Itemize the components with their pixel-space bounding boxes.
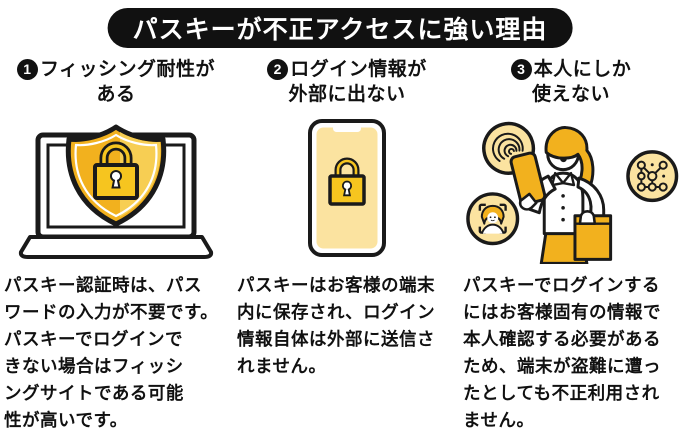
column3-heading: 3 本人にしか 使えない [463, 57, 679, 107]
column1-heading: 1 フィッシング耐性が ある [4, 57, 228, 107]
column1-illustration [4, 112, 228, 264]
face-recognition-icon [466, 192, 520, 246]
column2-heading-line1: 2 ログイン情報が [237, 57, 457, 82]
laptop-shield-lock-illustration [18, 124, 214, 259]
column-only-owner-can-use: 3 本人にしか 使えない [462, 57, 680, 434]
column2-heading-line2: 外部に出ない [288, 84, 406, 105]
step3-number-badge: 3 [510, 59, 532, 80]
columns-container: 1 フィッシング耐性が ある [0, 57, 680, 434]
folder-icon [573, 210, 613, 261]
column-phishing-resistance: 1 フィッシング耐性が ある [0, 57, 232, 434]
person-biometrics-illustration [466, 121, 679, 264]
padlock-icon [93, 141, 139, 200]
column1-heading-text: フィッシング耐性が [39, 59, 216, 80]
smartphone-lock-illustration [308, 119, 386, 257]
column-login-info-stays-local: 2 ログイン情報が 外部に出ない パスキーはお客様の端末 内に保存 [232, 57, 462, 434]
column3-body-text: パスキーでログインする にはお客様固有の情報で 本人確認する必要がある ため、端… [463, 275, 661, 430]
title-banner: パスキーが不正アクセスに強い理由 [107, 8, 573, 48]
column3-heading-text: 本人にしか [533, 59, 632, 80]
step1-number-badge: 1 [16, 59, 38, 80]
pattern-lock-icon [626, 150, 679, 203]
column2-heading-text: ログイン情報が [290, 59, 427, 80]
woman-with-phone-illustration [509, 126, 613, 264]
column2-illustration [237, 112, 457, 264]
step2-number-badge: 2 [267, 59, 289, 80]
page-title: パスキーが不正アクセスに強い理由 [132, 16, 548, 44]
padlock-icon [328, 157, 366, 206]
column1-heading-line2: ある [96, 84, 136, 105]
column2-heading: 2 ログイン情報が 外部に出ない [237, 57, 457, 107]
column3-heading-line1: 3 本人にしか [463, 57, 679, 82]
column3-heading-line2: 使えない [531, 84, 610, 105]
column1-body-text: パスキー認証時は、パス ワードの入力が不要です。 パスキーでログインで きない場… [4, 275, 219, 430]
column3-illustration [463, 112, 679, 264]
column1-heading-line1: 1 フィッシング耐性が [4, 57, 228, 82]
column2-body-text: パスキーはお客様の端末 内に保存され、ログイン 情報自体は外部に送信さ れません… [237, 275, 436, 376]
